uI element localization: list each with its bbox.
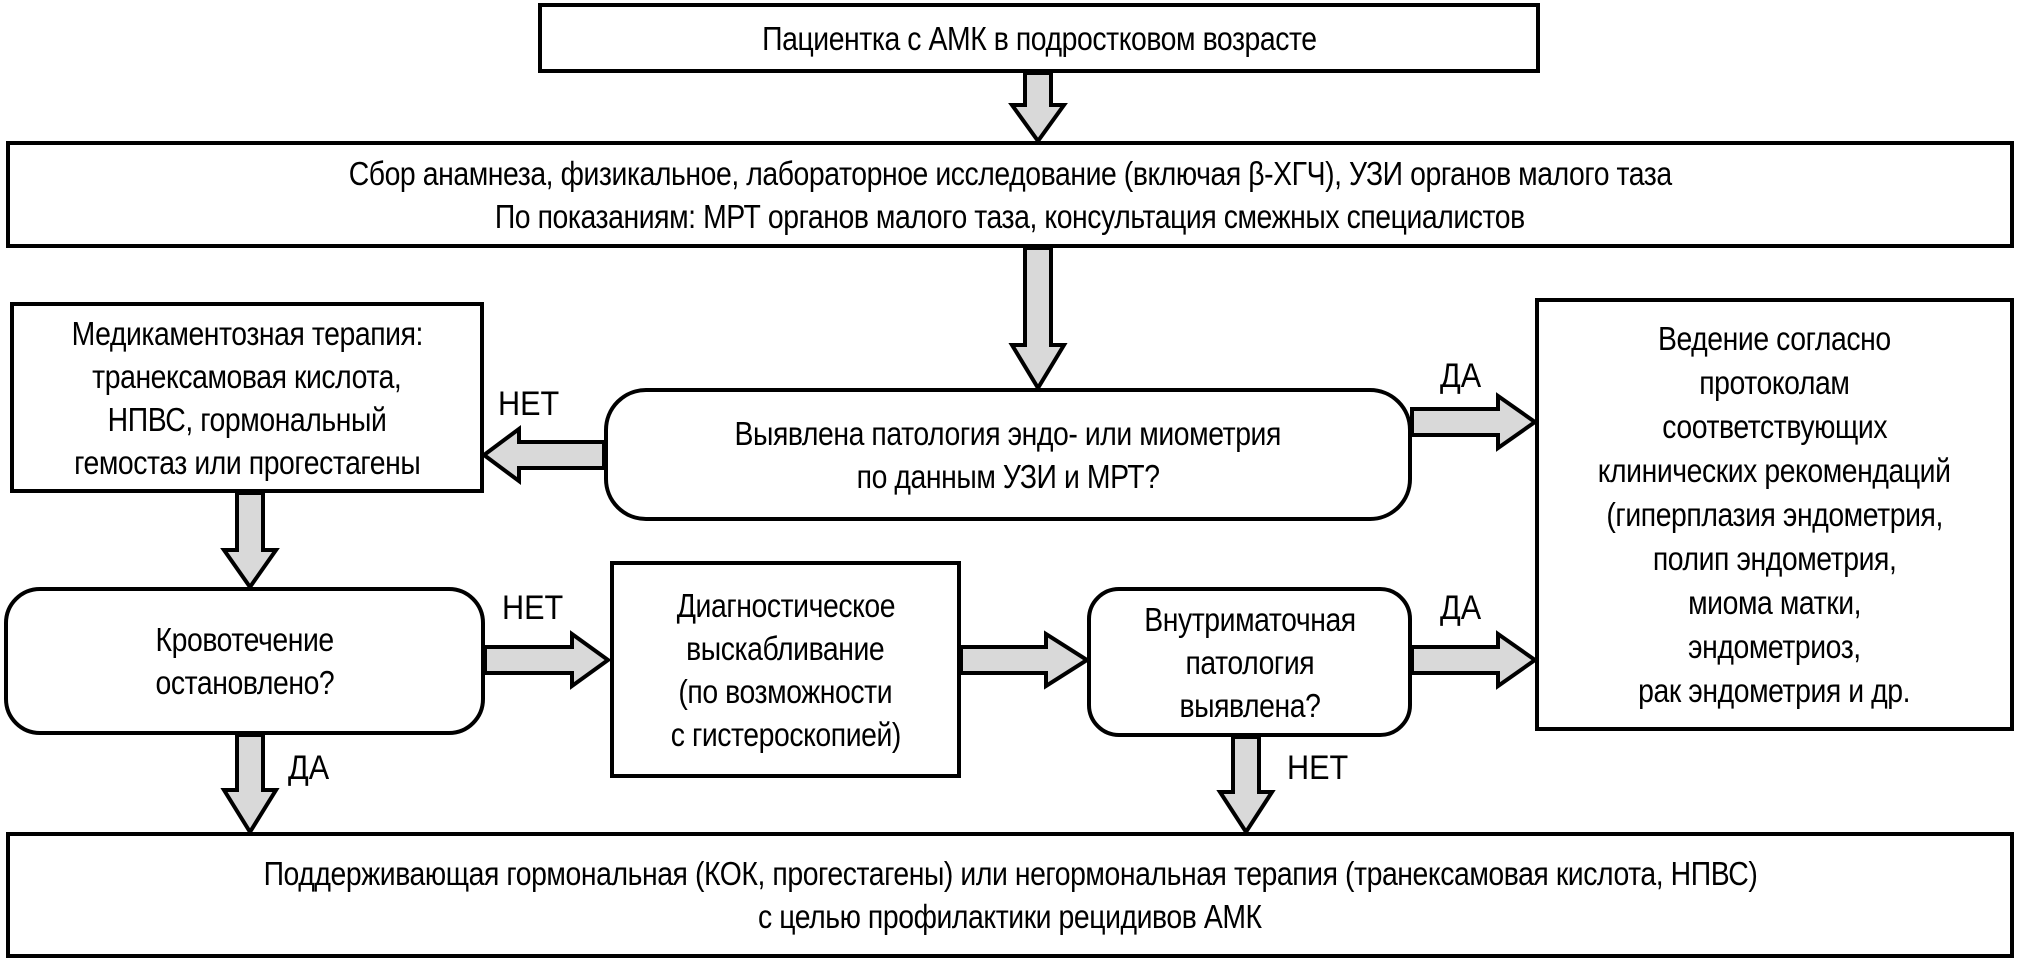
guidelines-box: Ведение согласно протоколам соответствую…	[1535, 298, 2014, 731]
arrow-question-no	[480, 425, 606, 485]
medication-text-line: транексамовая кислота,	[92, 357, 402, 395]
edge-label-no: НЕТ	[498, 385, 560, 423]
arrow-medication-to-bleeding	[220, 491, 280, 591]
edge-label-yes: ДА	[288, 749, 330, 787]
edge-label-yes: ДА	[1440, 589, 1482, 627]
pathology-question-text-line: по данным УЗИ и МРТ?	[856, 457, 1160, 495]
bleeding-question-text-line: Кровотечение	[155, 621, 334, 658]
intrauterine-question-box: Внутриматочная патология выявлена?	[1087, 587, 1412, 737]
guidelines-text-line: рак эндометрия и др.	[1638, 671, 1911, 709]
start-text-line: Пациентка с АМК в подростковом возрасте	[761, 19, 1317, 57]
edge-label-no: НЕТ	[1287, 749, 1349, 787]
workup-text-line: Сбор анамнеза, физикальное, лабораторное…	[348, 154, 1672, 192]
arrow-intrauterine-no	[1216, 735, 1276, 836]
intrauterine-question-text-line: патология	[1185, 643, 1314, 681]
bleeding-question-text-line: остановлено?	[155, 664, 334, 701]
maintenance-text-line: с целью профилактики рецидивов АМК	[758, 898, 1262, 935]
curettage-text-line: с гистероскопией)	[670, 715, 901, 753]
arrow-workup-to-question	[1008, 246, 1068, 392]
arrow-curettage-to-intrauterine	[959, 630, 1091, 690]
pathology-question-box: Выявлена патология эндо- или миометрия п…	[604, 388, 1412, 521]
maintenance-text-line: Поддерживающая гормональная (КОК, прогес…	[263, 855, 1757, 892]
guidelines-text-line: (гиперплазия эндометрия,	[1606, 495, 1943, 533]
workup-box: Сбор анамнеза, физикальное, лабораторное…	[6, 141, 2014, 248]
arrow-bleeding-no	[483, 630, 612, 690]
maintenance-box: Поддерживающая гормональная (КОК, прогес…	[6, 832, 2014, 958]
medication-text-line: НПВС, гормональный	[107, 400, 387, 438]
guidelines-text-line: эндометриоз,	[1688, 627, 1861, 665]
medication-text-line: гемостаз или прогестагены	[73, 443, 421, 481]
medication-box: Медикаментозная терапия: транексамовая к…	[10, 302, 484, 493]
curettage-text-line: Диагностическое	[676, 586, 895, 624]
curettage-box: Диагностическое выскабливание (по возмож…	[610, 561, 961, 778]
guidelines-text-line: соответствующих	[1662, 407, 1887, 445]
arrow-intrauterine-yes	[1410, 630, 1539, 690]
workup-text-line: По показаниям: МРТ органов малого таза, …	[495, 197, 1525, 235]
curettage-text-line: (по возможности	[678, 672, 893, 710]
start-box: Пациентка с АМК в подростковом возрасте	[538, 3, 1540, 73]
intrauterine-question-text-line: Внутриматочная	[1143, 600, 1356, 638]
bleeding-question-box: Кровотечение остановлено?	[4, 587, 485, 735]
guidelines-text-line: протоколам	[1699, 363, 1850, 401]
intrauterine-question-text-line: выявлена?	[1179, 686, 1320, 724]
edge-label-no: НЕТ	[502, 589, 564, 627]
guidelines-text-line: Ведение согласно	[1658, 319, 1891, 357]
guidelines-text-line: клинических рекомендаций	[1598, 451, 1951, 489]
curettage-text-line: выскабливание	[686, 629, 885, 667]
guidelines-text-line: полип эндометрия,	[1652, 539, 1897, 577]
medication-text-line: Медикаментозная терапия:	[71, 314, 423, 352]
edge-label-yes: ДА	[1440, 357, 1482, 395]
arrow-start-to-workup	[1008, 71, 1068, 145]
arrow-bleeding-yes	[220, 733, 280, 836]
pathology-question-text-line: Выявлена патология эндо- или миометрия	[734, 414, 1282, 452]
arrow-question-yes	[1410, 392, 1539, 452]
guidelines-text-line: миома матки,	[1688, 583, 1861, 621]
